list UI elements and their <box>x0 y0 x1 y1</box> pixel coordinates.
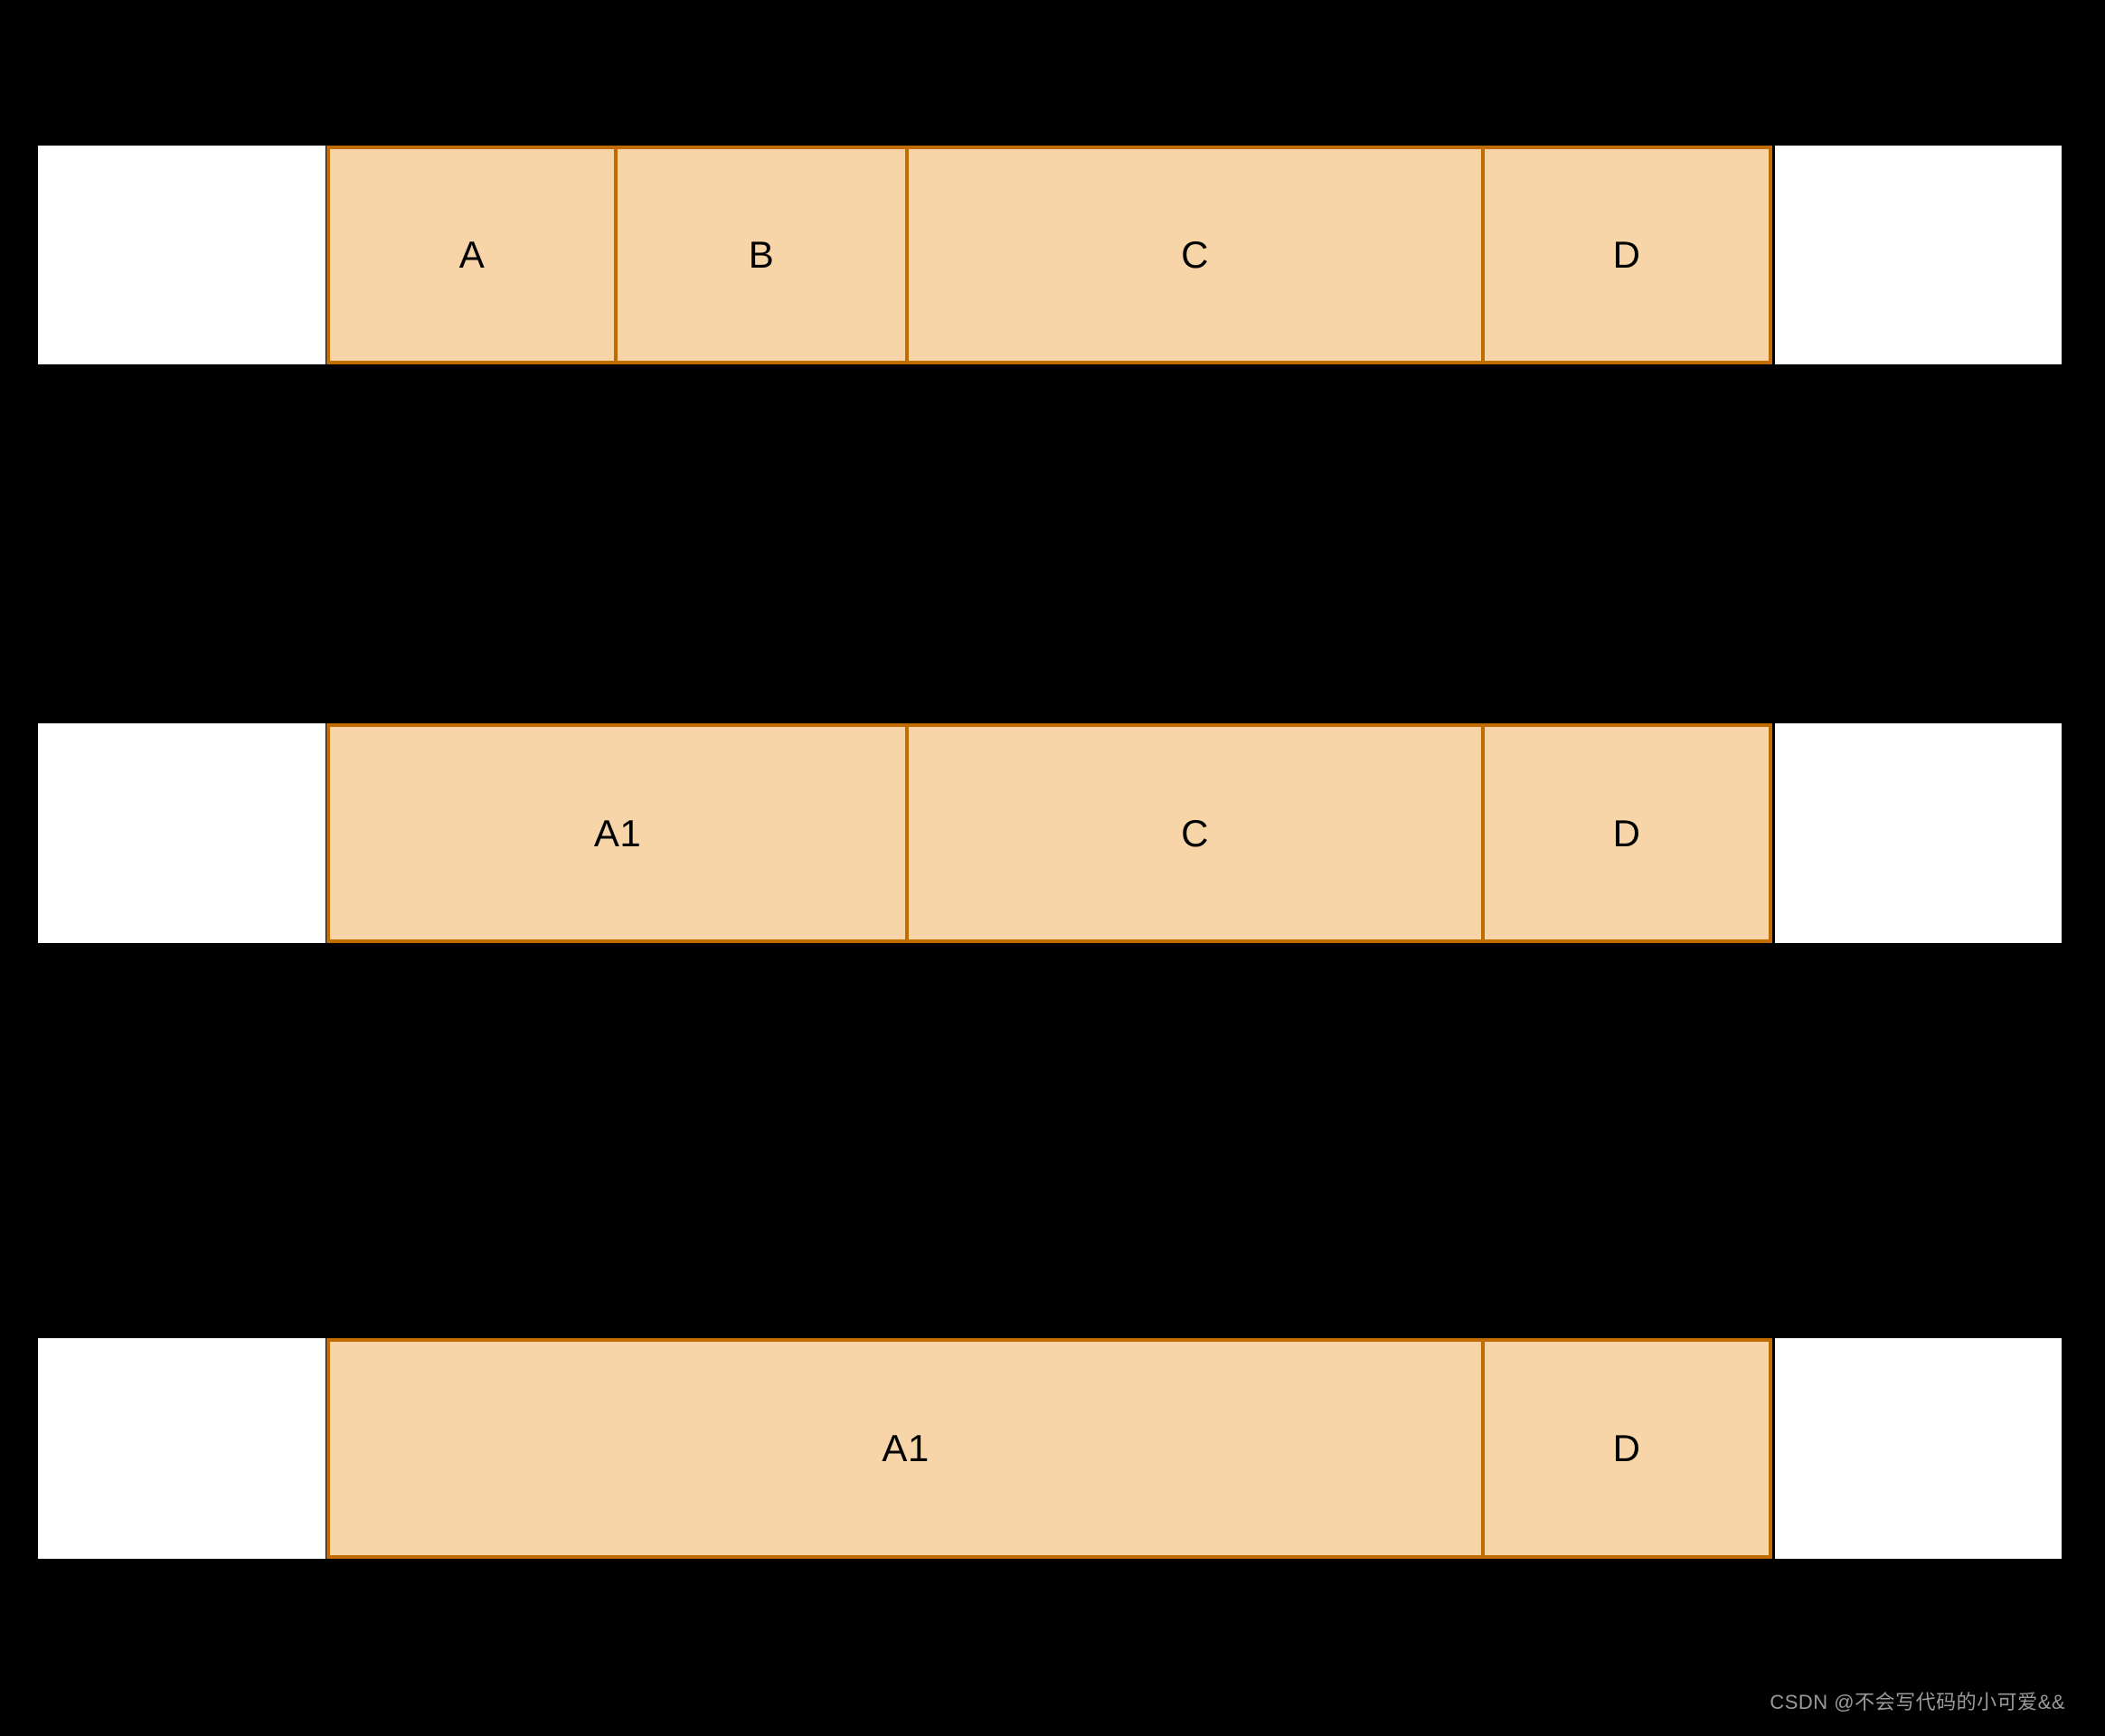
block-label: D <box>1612 233 1641 276</box>
block-cell[interactable]: D <box>1483 1338 1772 1559</box>
block-label: D <box>1612 1427 1641 1469</box>
block-cell[interactable]: C <box>907 723 1483 943</box>
right-pad-row-1 <box>1775 146 2062 364</box>
left-pad-row-2 <box>38 723 326 943</box>
right-pad-row-2 <box>1775 723 2062 943</box>
block-cell[interactable]: B <box>616 146 907 364</box>
left-pad-row-1 <box>38 146 326 364</box>
block-label: D <box>1612 811 1641 854</box>
cell-group-row-3: A1 D <box>326 1338 1772 1559</box>
right-pad-row-3 <box>1775 1338 2062 1559</box>
block-row-2: A1 C D <box>0 723 2105 943</box>
block-cell[interactable]: A1 <box>326 1338 1483 1559</box>
block-label: C <box>1181 811 1209 854</box>
block-label: B <box>748 233 775 276</box>
left-pad-row-3 <box>38 1338 326 1559</box>
block-cell[interactable]: C <box>907 146 1483 364</box>
block-row-3: A1 D <box>0 1338 2105 1559</box>
block-label: A <box>458 233 486 276</box>
block-cell[interactable]: D <box>1483 723 1772 943</box>
cell-group-row-1: A B C D <box>326 146 1772 364</box>
block-cell[interactable]: A1 <box>326 723 907 943</box>
block-label: A1 <box>593 811 642 854</box>
block-label: A1 <box>882 1427 930 1469</box>
block-cell[interactable]: D <box>1483 146 1772 364</box>
block-label: C <box>1181 233 1209 276</box>
block-row-1: A B C D <box>0 146 2105 364</box>
block-cell[interactable]: A <box>326 146 616 364</box>
cell-group-row-2: A1 C D <box>326 723 1772 943</box>
csdn-watermark: CSDN @不会写代码的小可爱&& <box>1770 1690 2065 1713</box>
